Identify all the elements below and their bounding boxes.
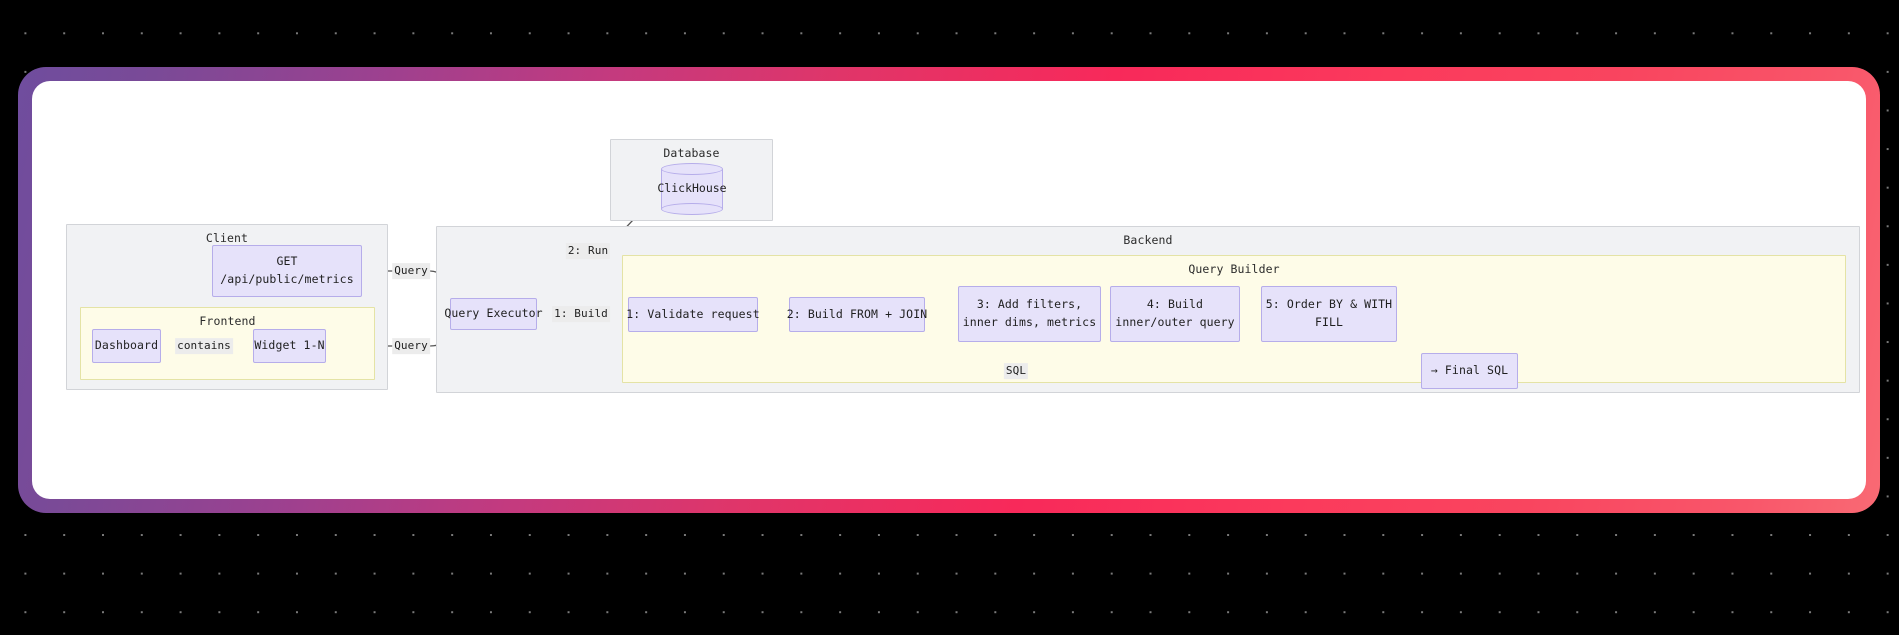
node-widget[interactable]: Widget 1-N	[253, 329, 326, 363]
node-dashboard-label: Dashboard	[94, 338, 159, 353]
cluster-query-builder: Query Builder	[622, 255, 1846, 383]
node-step-3-line1: 3: Add filters,	[976, 297, 1083, 312]
edge-label-contains: contains	[175, 338, 233, 354]
node-clickhouse[interactable]: ClickHouse	[657, 163, 727, 215]
cylinder-bottom	[661, 203, 723, 215]
node-step-1-validate-request[interactable]: 1: Validate request	[626, 297, 760, 332]
node-dashboard[interactable]: Dashboard	[92, 329, 161, 363]
node-get-metrics-line2: /api/public/metrics	[220, 272, 354, 286]
node-step-1-label: 1: Validate request	[626, 306, 760, 321]
gradient-frame: Database Client Frontend Backend Query B…	[18, 67, 1880, 513]
diagram-card: Database Client Frontend Backend Query B…	[32, 81, 1866, 499]
cylinder-top	[661, 163, 723, 175]
cluster-client-label: Client	[205, 231, 249, 245]
node-query-executor-label: Query Executor	[444, 306, 543, 321]
diagram-canvas: Database Client Frontend Backend Query B…	[32, 81, 1866, 499]
node-step-3-add-filters[interactable]: 3: Add filters, inner dims, metrics	[958, 286, 1101, 342]
edge-label-run: 2: Run	[565, 243, 611, 259]
cluster-query-builder-label: Query Builder	[1188, 262, 1280, 276]
node-step-2-label: 2: Build FROM + JOIN	[786, 306, 928, 321]
node-step-5-line1: 5: Order BY & WITH	[1265, 297, 1393, 312]
node-step-4-line1: 4: Build	[1146, 297, 1204, 312]
cluster-database-label: Database	[663, 146, 720, 160]
node-widget-label: Widget 1-N	[254, 338, 325, 353]
node-step-4-line2: inner/outer query	[1115, 315, 1235, 329]
edge-label-sql: SQL	[1003, 363, 1029, 379]
edge-label-build: 1: Build	[552, 306, 610, 322]
node-get-metrics-line1: GET	[276, 254, 298, 269]
cluster-frontend-label: Frontend	[199, 314, 256, 328]
edge-label-query-api: Query	[392, 263, 430, 279]
node-step-5-order-by-with-fill[interactable]: 5: Order BY & WITH FILL	[1261, 286, 1397, 342]
cluster-backend-label: Backend	[1123, 233, 1173, 247]
cylinder-body	[661, 169, 723, 209]
node-step-2-build-from-join[interactable]: 2: Build FROM + JOIN	[786, 297, 928, 332]
node-step-3-line2: inner dims, metrics	[962, 315, 1097, 329]
node-final-sql[interactable]: → Final SQL	[1421, 353, 1518, 389]
node-get-metrics-endpoint[interactable]: GET /api/public/metrics	[212, 245, 362, 297]
node-final-sql-label: → Final SQL	[1430, 363, 1509, 378]
edge-label-query-widget: Query	[392, 338, 430, 354]
node-step-5-line2: FILL	[1314, 315, 1344, 329]
node-query-executor[interactable]: Query Executor	[444, 298, 543, 330]
node-step-4-build-inner-outer-query[interactable]: 4: Build inner/outer query	[1110, 286, 1240, 342]
node-clickhouse-label: ClickHouse	[657, 181, 727, 195]
